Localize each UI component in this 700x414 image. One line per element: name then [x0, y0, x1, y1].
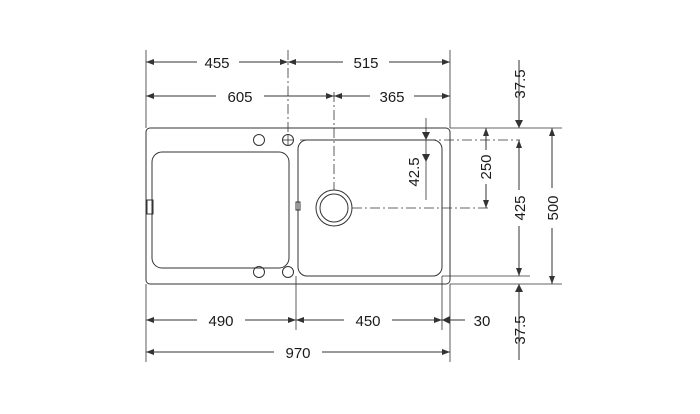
tap-hole-bottom-right [282, 266, 294, 278]
dim-500: 500 [545, 195, 562, 220]
bowl-edge [295, 201, 301, 211]
drain-outer-circle [315, 189, 353, 227]
drain-inner-circle [319, 193, 349, 223]
dim-450: 450 [355, 313, 380, 330]
dim-515: 515 [353, 55, 378, 72]
dim-970: 970 [285, 345, 310, 362]
drainer-edge [146, 199, 154, 215]
dim-365: 365 [379, 89, 404, 106]
dim-37-5-top: 37.5 [512, 69, 529, 98]
dim-605: 605 [227, 89, 252, 106]
tap-hole-top-left [253, 134, 265, 146]
dim-250: 250 [478, 154, 495, 179]
tap-hole-bottom-left [253, 266, 265, 278]
drainer-area [151, 151, 290, 269]
sink-outline [145, 127, 451, 285]
dim-490: 490 [208, 313, 233, 330]
dim-42-5: 42.5 [406, 157, 423, 186]
dim-425: 425 [512, 195, 529, 220]
dim-455: 455 [204, 55, 229, 72]
dim-37-5-bottom: 37.5 [512, 315, 529, 344]
dim-30: 30 [474, 313, 491, 330]
